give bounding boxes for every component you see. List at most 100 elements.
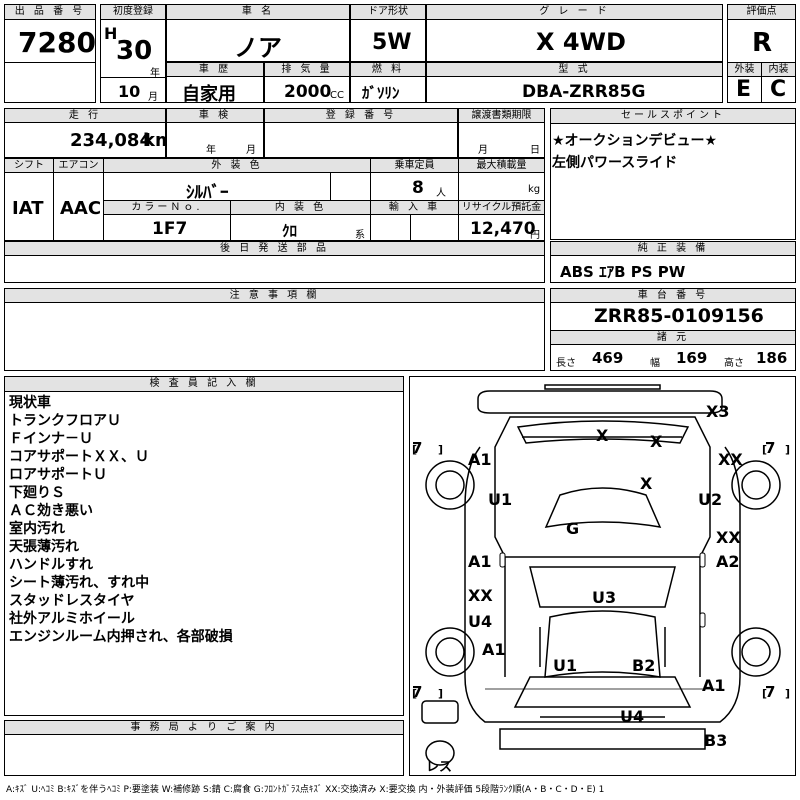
spec-line-7 — [230, 200, 231, 241]
remark-line: コアサポートＸＸ、Ｕ — [9, 449, 149, 465]
score-header: 評価点 — [727, 4, 796, 20]
svg-text:]: ] — [438, 687, 443, 700]
remark-line: Ｆインナ－Ｕ — [9, 431, 93, 447]
first-reg-cell — [100, 4, 166, 103]
mark-b3-rear: B3 — [704, 731, 727, 750]
ext-color-header: 外 装 色 — [103, 158, 371, 173]
mark-u4-bumper: U4 — [620, 707, 644, 726]
score: R — [752, 28, 773, 58]
first-reg-year: 30 — [116, 36, 153, 66]
spec-line-6 — [410, 214, 411, 241]
later-parts-header: 後 日 発 送 部 品 — [4, 241, 545, 256]
displacement-unit: CC — [330, 90, 344, 101]
int-color-header: 内 装 色 — [230, 200, 371, 215]
color-no-header: カラーＮｏ. — [103, 200, 231, 215]
car-diagram-svg: 7 7 7 7 レス [] [] [] [] X3 X X X A1 XX U1… — [412, 384, 790, 775]
spec-line-4 — [370, 158, 371, 241]
mark-a1-rl: A1 — [482, 640, 506, 659]
color-no: 1F7 — [152, 219, 188, 239]
equipment: ABS ｴｱB PS PW — [560, 263, 686, 281]
grade-divider — [761, 62, 762, 103]
exterior-grade: E — [736, 77, 752, 102]
remark-line: エンジンルーム内押され、各部破損 — [9, 629, 233, 645]
aircon: AAC — [60, 198, 102, 219]
mark-a1-rr: A1 — [702, 676, 726, 695]
sales-points-header: セールスポイント — [550, 108, 796, 124]
fuel-header: 燃 料 — [350, 62, 426, 77]
sales-point-2: 左側パワースライド — [552, 155, 678, 171]
mark-xx-l-rear: XX — [468, 586, 493, 605]
remark-line: 天張薄汚れ — [9, 539, 79, 555]
history: 自家用 — [182, 84, 236, 105]
mileage: 234,084 — [70, 130, 152, 151]
equipment-header: 純 正 装 備 — [550, 241, 796, 256]
transfer-month-unit: 月 — [478, 145, 488, 156]
displacement-header: 排 気 量 — [264, 62, 350, 77]
remark-line: 社外アルミホイール — [9, 611, 135, 627]
mark-xx-r-door: XX — [716, 528, 741, 547]
svg-text:[: [ — [762, 443, 767, 456]
spec-line-2 — [103, 158, 104, 241]
import-header: 輸 入 車 — [370, 200, 459, 215]
mark-u3-roof: U3 — [592, 588, 616, 607]
recycle-unit: 円 — [530, 230, 540, 241]
lot-number-cell — [4, 4, 96, 103]
svg-text:]: ] — [785, 443, 790, 456]
length: 469 — [592, 349, 624, 367]
height-label: 高さ — [724, 358, 744, 369]
spare-label: レス — [426, 760, 452, 775]
mark-a2-r-door: A2 — [716, 552, 740, 571]
interior-grade: C — [770, 77, 787, 102]
mark-u2-fr: U2 — [698, 490, 722, 509]
tire-label-rr: 7 — [765, 683, 775, 701]
interior-grade-header: 内装 — [761, 62, 796, 77]
tire-labels: 7 7 7 7 レス — [412, 439, 775, 775]
length-label: 長さ — [556, 358, 576, 369]
first-reg-month-unit: 月 — [148, 92, 158, 103]
remark-line: ロアサポートＵ — [9, 467, 107, 483]
mark-xx-fr: XX — [718, 450, 743, 469]
shift-header: シフト — [4, 158, 54, 173]
remark-line: トランクフロアＵ — [9, 413, 121, 429]
first-reg-era: H — [104, 24, 118, 43]
first-reg-year-unit: 年 — [150, 68, 160, 79]
first-reg-month: 10 — [118, 82, 141, 101]
svg-text:[: [ — [412, 443, 417, 456]
first-reg-header: 初度登録 — [100, 4, 166, 20]
max-load-unit: kg — [528, 184, 541, 195]
remark-line: 室内汚れ — [9, 521, 65, 537]
damage-marks: X3 X X X A1 XX U1 U2 G XX A1 A2 XX U4 U3… — [468, 402, 743, 750]
width: 169 — [676, 349, 708, 367]
shift: IAT — [12, 198, 44, 219]
mark-windshield-x1: X — [596, 426, 609, 445]
chassis-number: ZRR85-0109156 — [594, 305, 764, 327]
mileage-header: 走 行 — [4, 108, 166, 123]
svg-text:[: [ — [762, 687, 767, 700]
fuel: ｶﾞｿﾘﾝ — [362, 84, 400, 102]
car-name: ノア — [234, 34, 282, 62]
ext-color: ｼﾙﾊﾞｰ — [186, 183, 229, 203]
inspection-header: 車 検 — [166, 108, 264, 123]
door-header: ドア形状 — [350, 4, 426, 20]
remark-line: シート薄汚れ、すれ中 — [9, 575, 150, 591]
transfer-deadline-header: 譲渡書類期限 — [458, 108, 545, 123]
first-reg-divider — [100, 77, 166, 78]
lot-number-header: 出 品 番 号 — [4, 4, 96, 20]
exterior-grade-header: 外装 — [727, 62, 762, 77]
remark-line: 下廻りＳ — [9, 485, 65, 501]
sales-point-1: ★オークションデビュー★ — [552, 133, 718, 149]
transfer-day-unit: 日 — [530, 145, 540, 156]
model-header: 型 式 — [426, 62, 723, 77]
max-load-header: 最大積載量 — [458, 158, 545, 173]
mark-u1-rear: U1 — [553, 656, 577, 675]
spec-line-3 — [330, 173, 331, 200]
chassis-header: 車 台 番 号 — [550, 288, 796, 303]
capacity-unit: 人 — [436, 188, 446, 199]
inspector-remarks: 現状車 トランクフロアＵ Ｆインナ－Ｕ コアサポートＸＸ、Ｕ ロアサポートＵ 下… — [9, 394, 233, 646]
car-diagram: 7 7 7 7 レス [] [] [] [] X3 X X X A1 XX U1… — [409, 376, 796, 776]
car-name-header: 車 名 — [166, 4, 350, 20]
inspection-month-unit: 月 — [246, 145, 256, 156]
grade: X 4WD — [536, 28, 626, 56]
mark-windshield-x2: X — [650, 432, 663, 451]
grade-header: グ レ ー ド — [426, 4, 723, 20]
